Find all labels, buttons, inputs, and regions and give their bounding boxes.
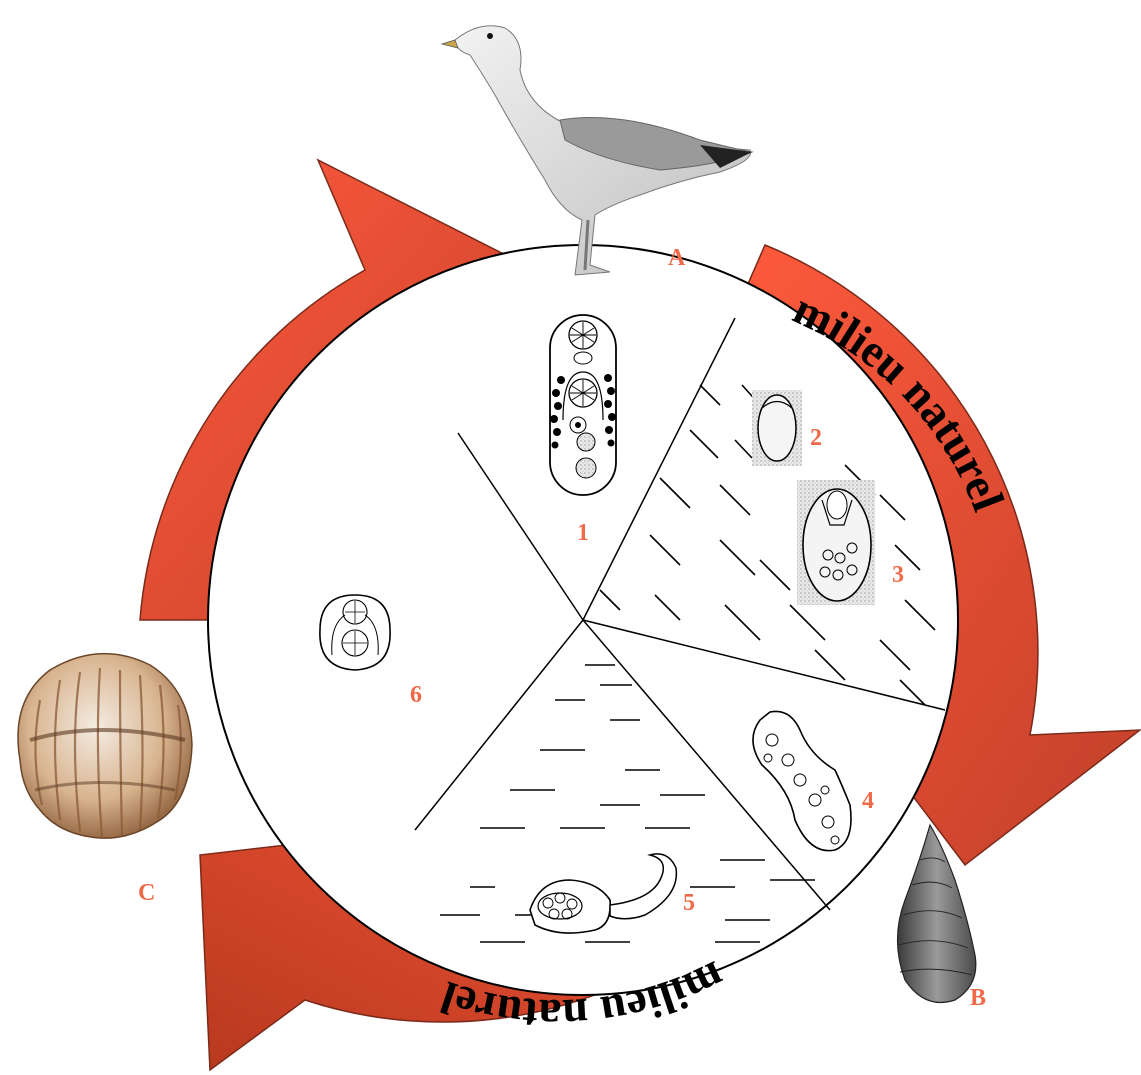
- stage-1-adult-illustration: [550, 315, 616, 495]
- stage-label-3: 3: [892, 562, 904, 588]
- stage-3-larva-illustration: [797, 480, 875, 605]
- host-label-c: C: [138, 880, 155, 906]
- stage-label-5: 5: [683, 890, 695, 916]
- stage-label-4: 4: [862, 788, 874, 814]
- stage-label-6: 6: [410, 682, 422, 708]
- host-label-b: B: [970, 985, 986, 1011]
- host-a-gull-illustration: [442, 26, 752, 275]
- stage-label-1: 1: [577, 520, 589, 546]
- host-c-cockle-illustration: [18, 654, 192, 839]
- stage-2-egg-illustration: [752, 390, 802, 466]
- stage-label-2: 2: [810, 425, 822, 451]
- host-label-a: A: [668, 245, 686, 271]
- stage-6-metacercaria-illustration: [320, 595, 390, 670]
